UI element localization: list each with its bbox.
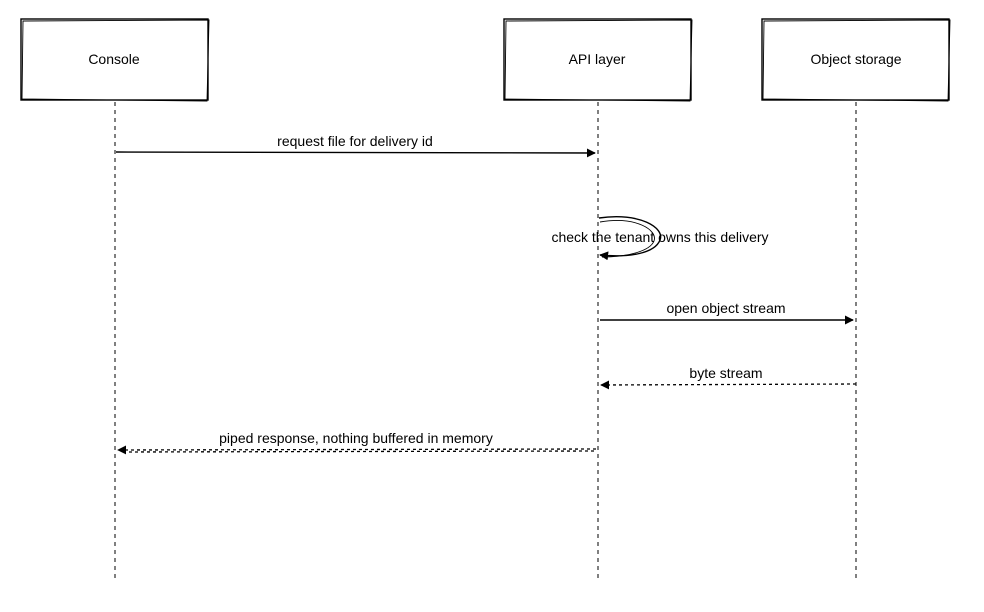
message-label: request file for delivery id: [277, 133, 433, 149]
participant-box-sketch: [762, 19, 951, 102]
self-call-arrow-sketch: [599, 220, 655, 258]
participant-api-layer: API layer: [503, 18, 693, 102]
participant-box-sketch: [21, 19, 210, 102]
message-label: byte stream: [689, 365, 762, 381]
participant-object-storage: Object storage: [761, 18, 951, 102]
participant-label: Console: [88, 51, 140, 67]
participant-label: Object storage: [810, 51, 901, 67]
message-arrow: [115, 148, 596, 158]
message-arrow-sketch: [121, 450, 595, 453]
message-arrow: [117, 445, 597, 455]
message-piped-response: piped response, nothing buffered in memo…: [117, 430, 597, 455]
message-label: open object stream: [666, 300, 785, 316]
message-arrow: [600, 380, 857, 390]
participant-console: Console: [20, 18, 210, 102]
participant-box: [761, 18, 950, 101]
message-check-tenant: check the tenant owns this delivery: [551, 216, 769, 261]
message-label: check the tenant owns this delivery: [551, 229, 768, 245]
message-request-file: request file for delivery id: [115, 133, 596, 158]
lifelines: [114, 102, 857, 582]
participant-label: API layer: [569, 51, 626, 67]
message-open-object-stream: open object stream: [600, 300, 854, 325]
message-byte-stream: byte stream: [600, 365, 857, 390]
participant-box: [20, 18, 209, 101]
participant-box-sketch: [504, 19, 693, 102]
message-label: piped response, nothing buffered in memo…: [219, 430, 493, 446]
